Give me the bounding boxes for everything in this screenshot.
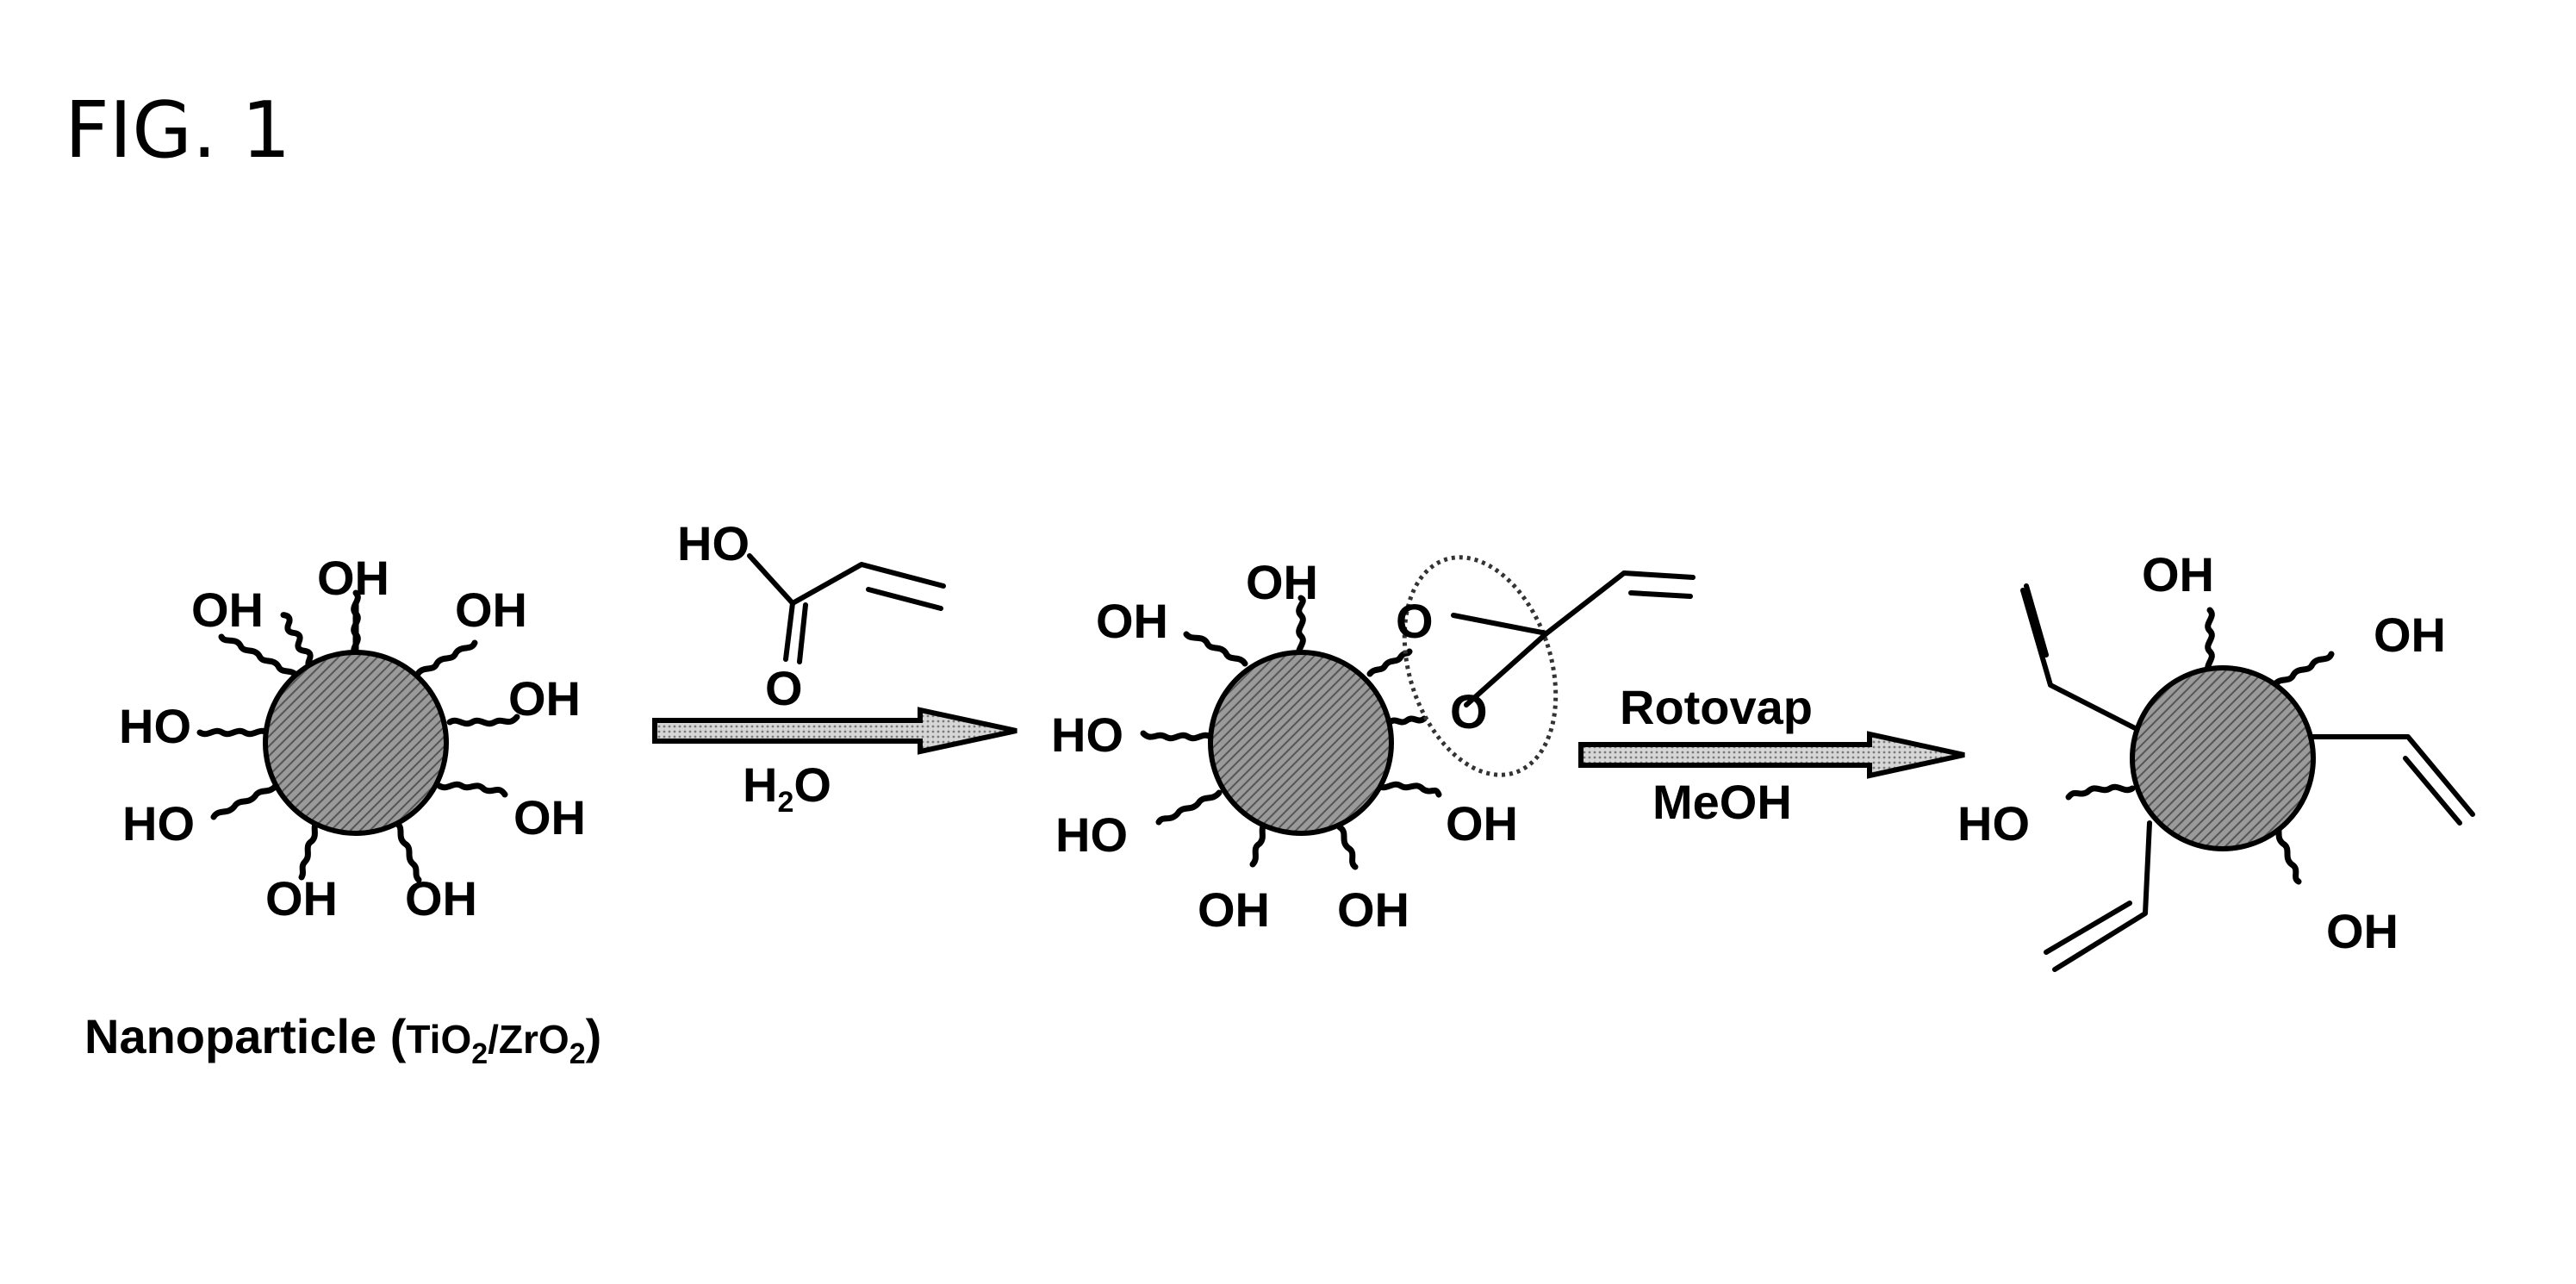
hydroxyl-label: OH <box>405 871 477 926</box>
arrow-1-shape <box>652 707 1017 755</box>
vinyl-bond <box>1544 570 1696 636</box>
acid-skeleton-bond <box>747 553 946 606</box>
ligand-bond <box>280 612 318 672</box>
acid-ho-label: HO <box>677 516 750 570</box>
nanoparticle-start: OH OH OH OH OH OH OH HO HO Nanoparticle … <box>84 551 601 1070</box>
ligand-bond <box>196 727 271 738</box>
arrow-2-shape <box>1578 731 1965 779</box>
vinyl-double-bond <box>866 587 943 611</box>
vinyl-bond <box>2020 588 2146 735</box>
carbonyl-bond <box>783 601 795 662</box>
vinyl-bond <box>2052 820 2152 972</box>
hydroxyl-label: OH <box>508 671 581 726</box>
ligand-bond <box>436 781 508 798</box>
hydroxyl-label: OH <box>191 583 264 637</box>
hydroxyl-label: OH <box>2142 547 2214 601</box>
hydroxyl-label: HO <box>1055 807 1128 862</box>
ligand-bond <box>414 639 478 677</box>
ligand-bond <box>2205 607 2215 676</box>
arrow-2-condition-above: Rotovap <box>1620 680 1813 734</box>
vinyl-double-bond <box>2403 756 2462 826</box>
ligand-bond <box>2271 820 2302 885</box>
ligand-bond <box>2065 783 2136 801</box>
vinyl-double-bond <box>2044 901 2132 955</box>
hydroxyl-label: HO <box>119 699 191 753</box>
ligand-bond <box>210 782 279 820</box>
nanoparticle-core <box>2130 665 2316 851</box>
ligand-bond <box>1336 824 1359 870</box>
hydroxyl-label: OH <box>513 790 586 845</box>
ligand-bond <box>1183 631 1248 667</box>
ligand-bond <box>1249 820 1270 868</box>
ligand-bond <box>298 817 322 881</box>
h2o-o: O <box>793 757 831 812</box>
arrow-2-condition-below: MeOH <box>1652 775 1792 829</box>
ligand-bond <box>1366 648 1413 677</box>
hydroxyl-label: HO <box>1957 796 2030 851</box>
caption-formula-b: /ZrO <box>488 1017 569 1062</box>
hydroxyl-label: OH <box>1446 796 1518 851</box>
nanoparticle-intermediate: O O OH OH HO HO OH OH OH <box>1051 555 1696 937</box>
hydroxyl-label: OH <box>1096 594 1168 648</box>
hydroxyl-label: OH <box>317 551 389 605</box>
caption-main: Nanoparticle ( <box>84 1009 407 1063</box>
hydroxyl-label: OH <box>1337 882 1409 937</box>
chelate-ring-outline <box>1402 555 1559 777</box>
caption-subscript-b: 2 <box>569 1038 586 1070</box>
ligand-bond <box>1296 595 1306 660</box>
ligand-bond <box>393 820 422 883</box>
arrow-1-condition: H2O <box>743 757 831 819</box>
hydroxyl-label: HO <box>1051 707 1123 762</box>
h2o-h: H <box>743 757 777 812</box>
caption-close: ) <box>586 1009 602 1063</box>
ligand-bond <box>1155 789 1223 826</box>
carbonyl-double-bond <box>797 602 808 664</box>
hydroxyl-label: OH <box>265 871 338 926</box>
vinyl-double-bond <box>1628 590 1693 599</box>
nanoparticle-caption: Nanoparticle (TiO2/ZrO2) <box>84 1009 601 1070</box>
vinyl-bond <box>2306 734 2475 817</box>
chelate-o-label: O <box>1450 684 1488 739</box>
hydroxyl-label: OH <box>2374 608 2446 662</box>
caption-formula-a: TiO <box>406 1017 471 1062</box>
hydroxyl-label: OH <box>1246 555 1318 609</box>
carbonyl-o-label: O <box>765 661 803 715</box>
h2o-subscript: 2 <box>777 786 793 819</box>
ligand-bond <box>351 589 361 658</box>
caption-subscript-a: 2 <box>471 1038 488 1070</box>
nanoparticle-core <box>263 650 449 836</box>
ligand-bond <box>1140 730 1214 742</box>
ligand-bond <box>218 633 301 680</box>
reaction-arrow-2: Rotovap MeOH <box>1578 680 1965 829</box>
hydroxyl-label: HO <box>122 796 195 851</box>
ligand-bond <box>2271 651 2335 689</box>
ligand-bond <box>1375 781 1442 798</box>
hydroxyl-label: OH <box>1198 882 1270 937</box>
chelate-o-label: O <box>1396 594 1434 648</box>
nanoparticle-final: OH OH HO OH <box>1957 547 2475 972</box>
vinyl-double-bond <box>2024 583 2049 658</box>
reaction-arrow-1: H2O <box>652 707 1017 819</box>
ligand-bond <box>1386 715 1428 726</box>
ligand-bond <box>446 714 520 727</box>
nanoparticle-core <box>1208 650 1394 836</box>
acrylic-acid-structure: HO O <box>677 516 946 715</box>
figure-title: FIG. 1 <box>65 85 291 176</box>
hydroxyl-label: OH <box>455 583 527 637</box>
hydroxyl-label: OH <box>2326 904 2399 958</box>
